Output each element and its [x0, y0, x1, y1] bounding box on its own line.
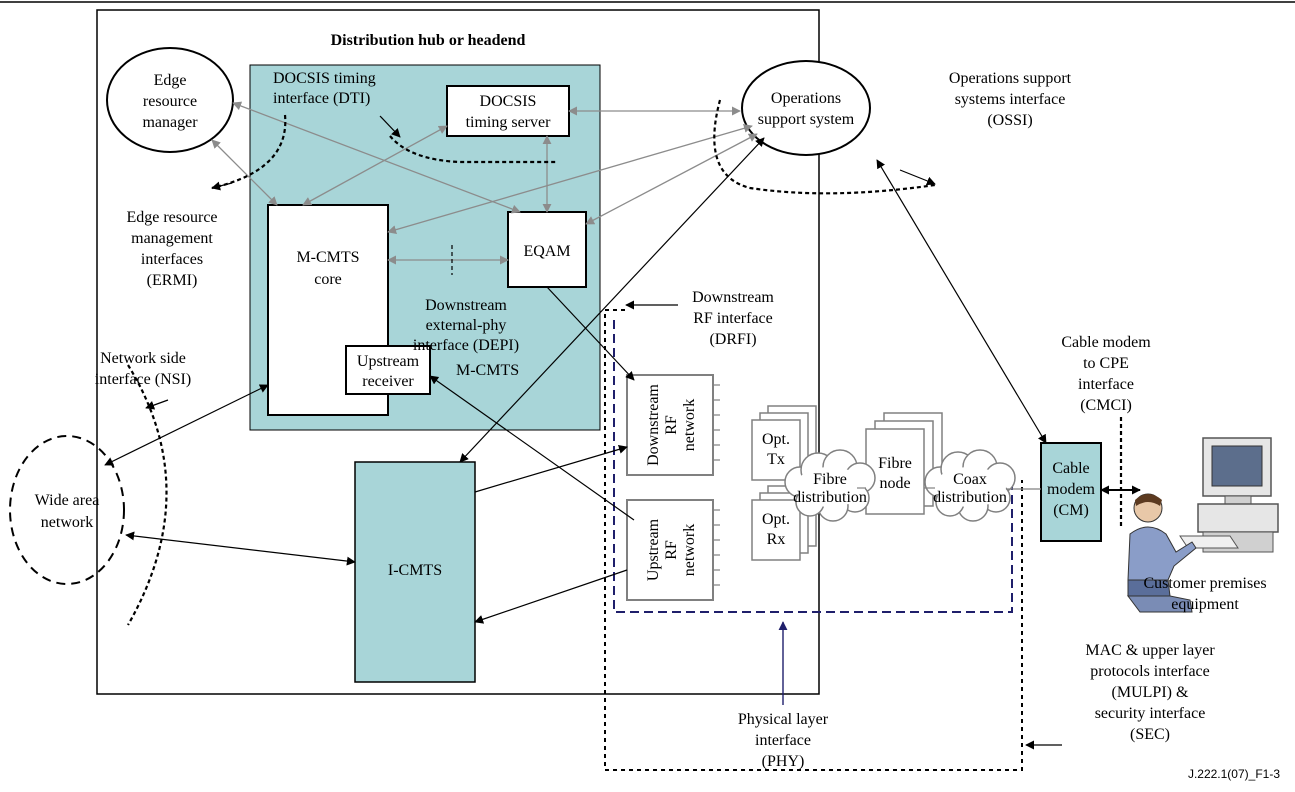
- opt-rx-line1: Opt.: [762, 511, 790, 528]
- ds-rf-line1: Downstream: [645, 384, 662, 466]
- depi-label-3: interface (DEPI): [413, 337, 519, 354]
- cm-line2: modem: [1047, 481, 1096, 498]
- erm-line3: manager: [142, 114, 198, 131]
- mcmts-region-label: M-CMTS: [456, 362, 519, 379]
- distribution-hub-box: [96, 9, 820, 695]
- nsi-label-1: Network side: [100, 350, 186, 367]
- drfi-boundary: [604, 309, 1023, 771]
- icmts-label: I-CMTS: [388, 562, 442, 579]
- ermi-label-2: management: [131, 230, 213, 247]
- us-rf-line2: RF: [663, 540, 680, 560]
- mulpi-label-3: (MULPI) &: [1112, 684, 1189, 701]
- drfi-label-2: RF interface: [693, 310, 773, 327]
- ermi-label-3: interfaces: [141, 251, 203, 268]
- opt-tx-line1: Opt.: [762, 431, 790, 448]
- edge-resource-manager: [106, 47, 234, 153]
- mulpi-label-2: protocols interface: [1090, 663, 1210, 680]
- oss-line2: support system: [758, 111, 855, 128]
- phy-label-2: interface: [755, 732, 811, 749]
- dts-line1: DOCSIS: [480, 93, 537, 110]
- depi-label-1: Downstream: [425, 297, 507, 314]
- opt-rx-line2: Rx: [767, 531, 786, 548]
- eqam-label: EQAM: [523, 243, 570, 260]
- coax-distribution-cloud: [924, 449, 1016, 522]
- downstream-rf-ports: [713, 384, 720, 461]
- upstream-receiver: [345, 345, 431, 395]
- operations-support-system: [741, 60, 871, 156]
- wide-area-network: [9, 435, 125, 585]
- nsi-label-2: interface (NSI): [95, 371, 191, 388]
- fibre-dist-line2: distribution: [793, 489, 867, 506]
- phy-boundary: [613, 320, 1013, 613]
- usr-line1: Upstream: [357, 353, 420, 370]
- us-rf-line1: Upstream: [645, 518, 662, 581]
- erm-line1: Edge: [154, 72, 187, 89]
- core-line2: core: [314, 271, 342, 288]
- wan-line1: Wide area: [35, 492, 100, 509]
- mulpi-label-5: (SEC): [1130, 726, 1170, 743]
- cable-modem: [1040, 442, 1102, 542]
- cpe-line1: Customer premises: [1143, 575, 1266, 592]
- phy-label-3: (PHY): [762, 753, 805, 770]
- mulpi-label-1: MAC & upper layer: [1085, 642, 1215, 659]
- dti-label-1: DOCSIS timing: [273, 70, 376, 87]
- cmci-label-4: (CMCI): [1080, 397, 1132, 414]
- ds-rf-line3: network: [681, 399, 698, 451]
- us-rf-line3: network: [681, 524, 698, 576]
- mulpi-label-4: security interface: [1095, 705, 1206, 722]
- opt-tx-line2: Tx: [767, 451, 785, 468]
- wan-line2: network: [41, 514, 93, 531]
- core-line1: M-CMTS: [296, 249, 359, 266]
- ossi-curve: [713, 99, 936, 195]
- interface-curves: [127, 99, 1123, 626]
- usr-line2: receiver: [362, 373, 414, 390]
- ds-rf-line2: RF: [663, 415, 680, 435]
- cmci-label-1: Cable modem: [1061, 334, 1151, 351]
- ossi-label-3: (OSSI): [987, 112, 1032, 129]
- ermi-label-1: Edge resource: [126, 209, 217, 226]
- depi-label-2: external-phy: [426, 317, 507, 334]
- coax-dist-line1: Coax: [953, 471, 987, 488]
- figure-id: J.222.1(07)_F1-3: [1188, 767, 1280, 781]
- ermi-curve: [211, 114, 287, 190]
- cmci-label-2: to CPE: [1083, 355, 1129, 372]
- fibre-node-line2: node: [879, 475, 910, 492]
- dti-curve: [389, 135, 557, 164]
- fibre-dist-line1: Fibre: [813, 471, 847, 488]
- label-pointers: [145, 115, 1062, 750]
- phy-label-1: Physical layer: [738, 711, 829, 728]
- black-arrows: [104, 137, 1141, 624]
- drfi-label-1: Downstream: [692, 289, 774, 306]
- coax-dist-line2: distribution: [933, 489, 1007, 506]
- dti-label-2: interface (DTI): [273, 90, 370, 107]
- fibre-node-line1: Fibre: [878, 455, 912, 472]
- plant-links: [857, 487, 1041, 490]
- nsi-curve: [127, 364, 168, 626]
- cm-line1: Cable: [1052, 460, 1089, 477]
- cmci-label-3: interface: [1078, 376, 1134, 393]
- dts-line2: timing server: [466, 114, 552, 131]
- fibre-distribution-cloud: [784, 449, 876, 522]
- upstream-rf-network: [626, 499, 714, 601]
- ossi-label-1: Operations support: [949, 70, 1072, 87]
- erm-line2: resource: [143, 93, 197, 110]
- ossi-label-2: systems interface: [955, 91, 1066, 108]
- hub-title: Distribution hub or headend: [331, 32, 526, 49]
- drfi-label-3: (DRFI): [709, 331, 756, 348]
- cm-line3: (CM): [1053, 502, 1089, 519]
- computer-user-icon: [1127, 437, 1279, 613]
- upstream-rf-ports: [713, 509, 720, 586]
- oss-line1: Operations: [771, 90, 841, 107]
- cpe-line2: equipment: [1171, 596, 1239, 613]
- icmts: [354, 461, 476, 683]
- ermi-label-4: (ERMI): [147, 272, 198, 289]
